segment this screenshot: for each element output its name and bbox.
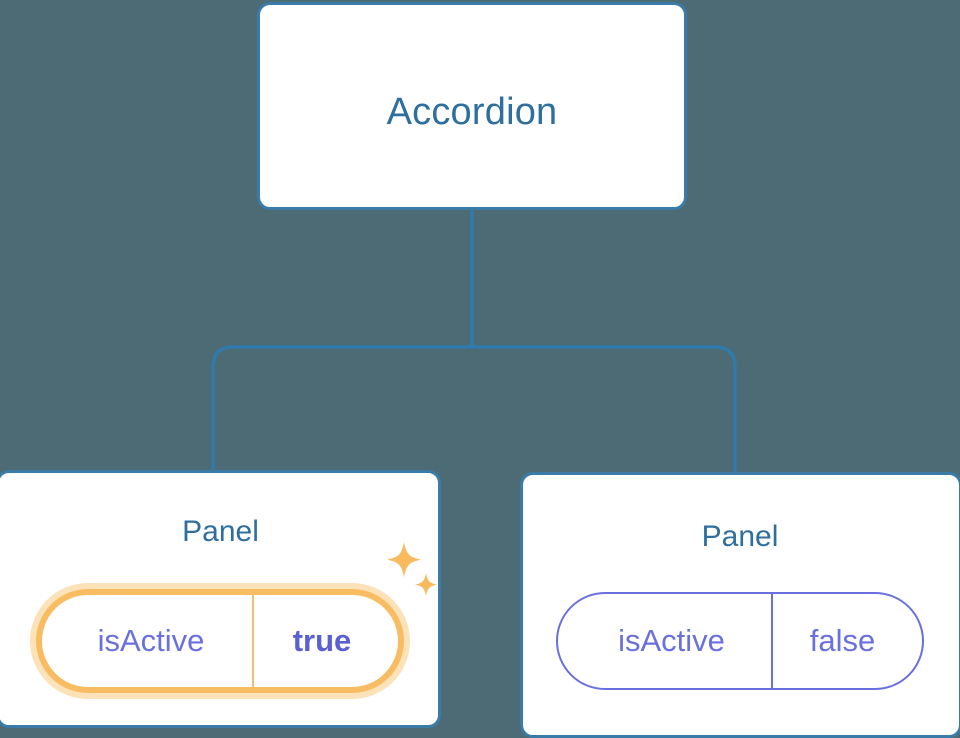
prop-pill-left-wrapper[interactable]: isActive true (30, 583, 410, 699)
prop-key-label: isActive (42, 595, 254, 687)
node-panel-right-title: Panel (701, 520, 779, 553)
node-accordion[interactable]: Accordion (257, 2, 687, 210)
connector-branch-left (211, 345, 472, 472)
prop-value-label: false (809, 623, 876, 658)
connector-branch-right (472, 345, 737, 474)
prop-key-label: isActive (558, 594, 773, 688)
node-panel-left-title: Panel (182, 515, 259, 548)
prop-pill-isactive-true[interactable]: isActive true (36, 589, 404, 693)
prop-value-label: true (292, 623, 352, 658)
prop-pill-isactive-false[interactable]: isActive false (556, 592, 924, 690)
node-accordion-title: Accordion (386, 91, 558, 133)
